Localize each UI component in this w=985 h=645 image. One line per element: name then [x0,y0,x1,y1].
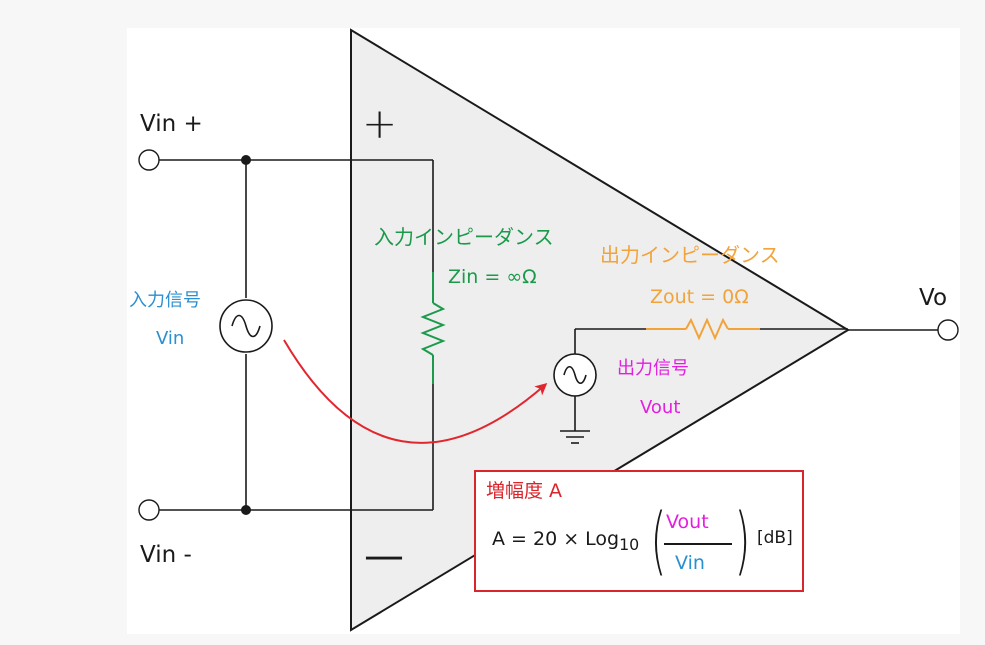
terminal-vo [937,319,959,341]
plus-sign: + [362,99,398,148]
vin-plus-label: Vin + [140,111,203,137]
right-paren: ) [734,498,751,584]
vin-minus-label: Vin - [140,542,192,568]
output-source-icon [553,353,597,397]
input-signal-title: 入力信号 [129,290,201,311]
left-paren: ( [650,498,667,584]
fraction-denominator: Vin [675,552,705,574]
ground-icon [560,430,590,444]
signal-flow-arrow [283,339,548,444]
formula-lhs-text: A = 20 × Log [492,528,620,550]
output-impedance-resistor [646,317,760,341]
fraction-bar [664,543,732,545]
junction-dot-top [241,155,251,165]
junction-dots [241,155,251,515]
input-impedance-title: 入力インピーダンス [374,225,554,249]
gain-title: 増幅度 A [486,480,563,502]
input-wiring [159,159,434,511]
output-wiring [574,328,938,431]
terminal-vin-plus [138,149,160,171]
vo-label: Vo [919,285,948,311]
log-base: 10 [619,534,640,554]
output-impedance-value: Zout = 0Ω [650,286,749,308]
gain-formula-box: 増幅度 A A = 20 × Log10 ( Vout Vin ) [dB] [474,470,804,592]
formula-unit: [dB] [757,528,793,548]
fraction-numerator: Vout [666,511,709,533]
terminal-vin-minus [138,499,160,521]
output-signal-title: 出力信号 [617,358,689,379]
output-signal-name: Vout [640,397,681,418]
input-source-icon [219,299,273,353]
minus-sign: — [364,533,404,579]
output-impedance-title: 出力インピーダンス [600,243,780,267]
junction-dot-bottom [241,505,251,515]
input-impedance-resistor [420,272,446,384]
input-signal-name: Vin [156,328,185,349]
formula-lhs: A = 20 × Log10 [492,530,639,553]
input-impedance-value: Zin = ∞Ω [448,266,537,288]
